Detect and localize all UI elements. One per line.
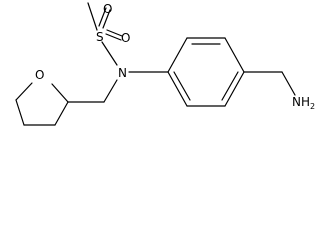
bond-thf-c5-c4 xyxy=(15,99,25,126)
atom-oxygen-right: O xyxy=(121,31,130,45)
bond-thf-c2-o xyxy=(51,83,69,103)
bond-ring-c3-c4 xyxy=(224,37,245,73)
bond-methyl-sulfur xyxy=(87,2,98,31)
bond-ring-inner-3 xyxy=(173,71,191,101)
bond-sulfur-oxygen-right-b xyxy=(106,29,123,37)
bond-ring-c4-c5 xyxy=(224,71,245,107)
bond-ch2-amine xyxy=(281,71,296,96)
atom-amine-subscript: 2 xyxy=(310,102,315,111)
bond-thf-o-c5 xyxy=(15,82,33,101)
bond-sulfur-oxygen-right-a xyxy=(105,33,122,41)
bond-sulfur-nitrogen xyxy=(101,41,118,66)
bond-ring-inner-2 xyxy=(221,71,239,101)
atom-oxygen-top: O xyxy=(103,2,112,16)
bond-nitrogen-ch2 xyxy=(103,79,118,103)
molecule-structure: O S O O N NH2 xyxy=(15,2,315,126)
structure-diagram: O S O O N NH2 xyxy=(15,2,316,126)
bond-sulfur-oxygen-top-b xyxy=(102,9,111,29)
bond-sulfur-oxygen-top-a xyxy=(98,7,107,27)
atom-oxygen-ring: O xyxy=(35,68,44,82)
atom-amine: NH2 xyxy=(292,95,315,111)
bond-thf-c3-c2 xyxy=(54,101,69,126)
bond-ring-c1-c2 xyxy=(167,37,188,73)
atom-amine-symbol: NH xyxy=(292,95,310,109)
atom-nitrogen: N xyxy=(118,66,127,80)
atom-sulfur: S xyxy=(96,30,104,44)
bond-ring-c6-c1 xyxy=(167,71,188,107)
